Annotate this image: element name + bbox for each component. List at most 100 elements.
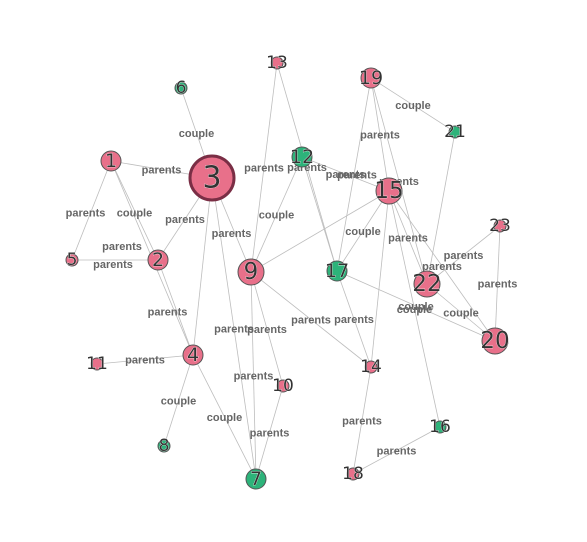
node-13[interactable]: 13 [266,53,288,74]
edge-label-1-5: parents [66,208,106,220]
node-circle-17[interactable] [326,260,348,282]
edge-label-16-18: parents [377,446,417,458]
edge-15-17 [336,190,390,272]
node-circle-21[interactable] [448,125,462,139]
edge-label-2-3: parents [165,214,205,226]
node-3[interactable]: 3 [188,154,236,202]
node-circle-7[interactable] [245,468,267,490]
node-label-3: 3 [202,161,221,196]
edge-label-5-2: parents [93,259,133,271]
edge-13-9 [250,62,278,273]
node-circle-18[interactable] [346,467,360,481]
node-circle-9[interactable] [237,258,265,286]
node-label-2: 2 [152,249,164,271]
node-23[interactable]: 23 [489,216,511,237]
node-14[interactable]: 14 [360,357,382,378]
node-label-21: 21 [444,122,466,142]
node-16[interactable]: 16 [429,417,451,438]
edge-13-17 [276,62,338,272]
node-2[interactable]: 2 [147,249,169,271]
edge-21-22 [426,131,456,285]
edge-17-14 [336,270,372,368]
node-circle-10[interactable] [276,379,290,393]
node-circle-5[interactable] [65,253,79,267]
node-label-10: 10 [272,376,294,396]
node-15[interactable]: 15 [374,177,404,205]
node-label-13: 13 [266,53,288,73]
node-circle-6[interactable] [174,81,188,95]
node-4[interactable]: 4 [182,344,204,366]
edge-15-14 [370,190,390,368]
edge-12-15 [301,156,390,192]
edges-layer [71,62,501,480]
node-label-4: 4 [187,344,199,366]
edge-23-20 [494,225,501,342]
edge-4-11 [96,354,194,365]
edge-label-15-17: couple [345,226,380,238]
edge-12-17 [301,156,338,272]
node-20[interactable]: 20 [480,327,510,355]
edge-9-15 [250,190,390,273]
edge-label-3-9: parents [212,228,252,240]
node-17[interactable]: 17 [325,260,350,283]
node-5[interactable]: 5 [65,250,79,270]
node-22[interactable]: 22 [412,270,442,298]
edge-19-22 [370,77,428,285]
node-1[interactable]: 1 [100,150,122,172]
edge-label-9-10: parents [247,324,287,336]
node-circle-19[interactable] [360,67,382,89]
edge-label-15-16: couple [397,304,432,316]
node-11[interactable]: 11 [86,354,108,375]
node-circle-12[interactable] [291,146,313,168]
node-circle-22[interactable] [413,270,441,298]
edge-label-1-3: parents [142,165,182,177]
node-6[interactable]: 6 [174,78,188,98]
edge-label-23-22: parents [444,250,484,262]
edge-9-14 [250,271,372,368]
edge-label-1-2: couple [117,208,152,220]
node-circle-14[interactable] [364,360,378,374]
edge-9-10 [250,271,284,387]
edge-1-5 [71,160,112,261]
node-circle-20[interactable] [481,327,509,355]
edge-label-2-4: parents [148,307,188,319]
edge-label-19-17: parents [337,170,377,182]
edge-22-20 [426,283,496,342]
edge-label-14-18: parents [342,416,382,428]
node-label-11: 11 [86,354,108,374]
edge-1-2 [110,160,159,261]
edge-15-16 [388,190,441,428]
node-circle-4[interactable] [182,344,204,366]
node-18[interactable]: 18 [342,464,364,485]
edge-23-22 [426,225,501,285]
edge-label-15-20: parents [422,261,462,273]
node-circle-2[interactable] [147,249,169,271]
node-label-1: 1 [105,150,117,172]
edge-label-15-22: parents [388,233,428,245]
edge-17-20 [336,270,496,342]
node-12[interactable]: 12 [290,146,315,169]
node-7[interactable]: 7 [245,468,267,490]
node-circle-23[interactable] [493,219,507,233]
node-circle-15[interactable] [375,177,403,205]
edge-14-18 [352,366,372,475]
edge-19-17 [336,77,372,272]
node-circle-1[interactable] [100,150,122,172]
edge-label-12-15: parents [326,169,366,181]
edge-label-23-20: parents [478,279,518,291]
node-label-14: 14 [360,357,382,377]
node-21[interactable]: 21 [444,122,466,143]
node-circle-3[interactable] [188,154,236,202]
edge-label-4-8: couple [161,396,196,408]
node-9[interactable]: 9 [237,258,265,286]
node-19[interactable]: 19 [359,67,384,90]
node-circle-11[interactable] [90,357,104,371]
node-circle-13[interactable] [270,56,284,70]
node-8[interactable]: 8 [157,436,171,456]
node-10[interactable]: 10 [272,376,294,397]
node-circle-8[interactable] [157,439,171,453]
node-label-20: 20 [480,328,509,354]
node-circle-16[interactable] [433,420,447,434]
edge-label-12-9: couple [259,210,294,222]
